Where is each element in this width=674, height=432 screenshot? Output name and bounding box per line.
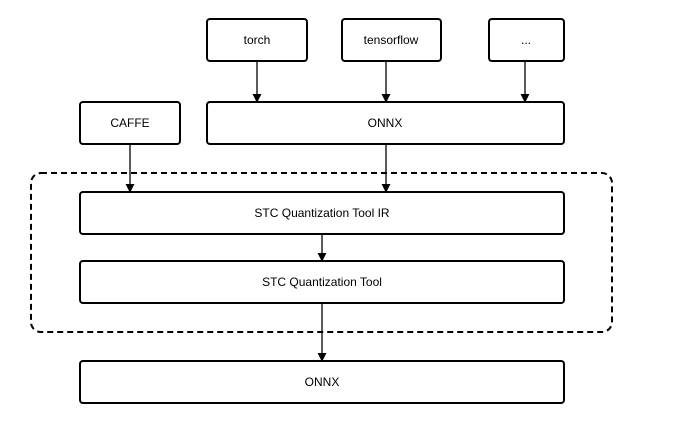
node-torch: torch <box>206 18 308 62</box>
node-caffe-label: CAFFE <box>110 116 149 130</box>
node-tensorflow-label: tensorflow <box>364 33 419 47</box>
node-more-label: ... <box>521 33 531 47</box>
node-stc-tool-label: STC Quantization Tool <box>262 275 382 289</box>
node-stc-quantization-tool-ir: STC Quantization Tool IR <box>79 191 565 235</box>
node-stc-quantization-tool: STC Quantization Tool <box>79 260 565 304</box>
node-onnx-output-label: ONNX <box>305 375 340 389</box>
node-onnx-output: ONNX <box>79 360 565 404</box>
node-more-frameworks: ... <box>488 18 565 62</box>
node-stc-ir-label: STC Quantization Tool IR <box>254 206 390 220</box>
node-onnx-input-label: ONNX <box>368 116 403 130</box>
node-onnx-input: ONNX <box>206 101 565 145</box>
node-torch-label: torch <box>244 33 271 47</box>
node-caffe: CAFFE <box>79 101 181 145</box>
node-tensorflow: tensorflow <box>341 18 442 62</box>
